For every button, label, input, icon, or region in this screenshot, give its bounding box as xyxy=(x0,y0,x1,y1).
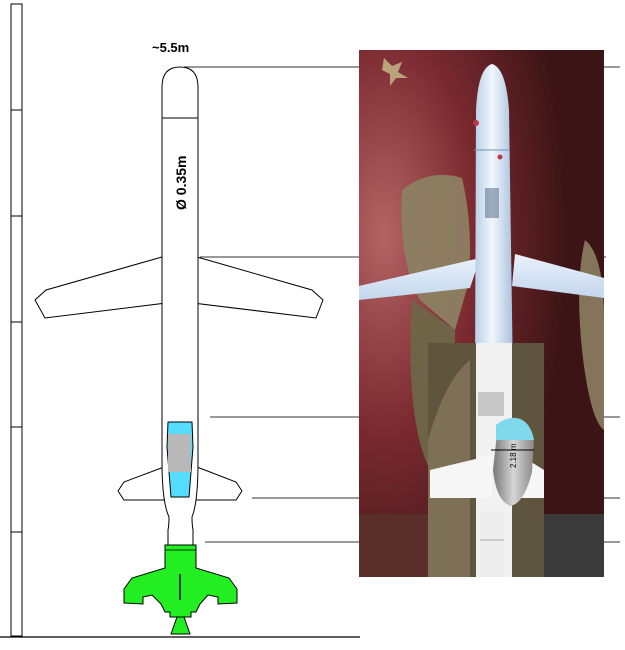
right-wing xyxy=(186,256,324,319)
photo-missile-body xyxy=(475,64,513,380)
photo-wing-left xyxy=(359,258,480,300)
photo-markings xyxy=(485,188,499,218)
right-tail-fin xyxy=(194,466,243,501)
photo-corner-patch-right xyxy=(544,514,604,577)
inset-intake-cyan xyxy=(496,417,534,440)
intake-grey-panel xyxy=(168,434,191,472)
photo-corner-patch-left xyxy=(359,514,428,577)
photo-debris xyxy=(382,58,408,86)
inset-measure-label: 2.18 m xyxy=(509,443,518,468)
photo-red-dot xyxy=(497,154,503,160)
left-wing xyxy=(34,256,173,319)
left-tail-fin xyxy=(117,466,167,501)
photo-red-dot xyxy=(473,120,479,126)
inset-grey-block xyxy=(478,392,504,416)
scale-ruler xyxy=(0,3,360,638)
missile-photo: 2.18 m xyxy=(359,50,604,577)
booster-nozzle xyxy=(170,616,191,635)
scale-bar xyxy=(10,3,23,637)
missile-drawing xyxy=(34,66,324,546)
inset-left-fin xyxy=(430,455,492,498)
booster xyxy=(123,544,238,635)
diameter-label: Ø 0.35m xyxy=(173,156,189,210)
length-label: ~5.5m xyxy=(152,40,189,55)
inset-booster xyxy=(480,512,504,577)
photo-wing-right xyxy=(512,254,604,298)
